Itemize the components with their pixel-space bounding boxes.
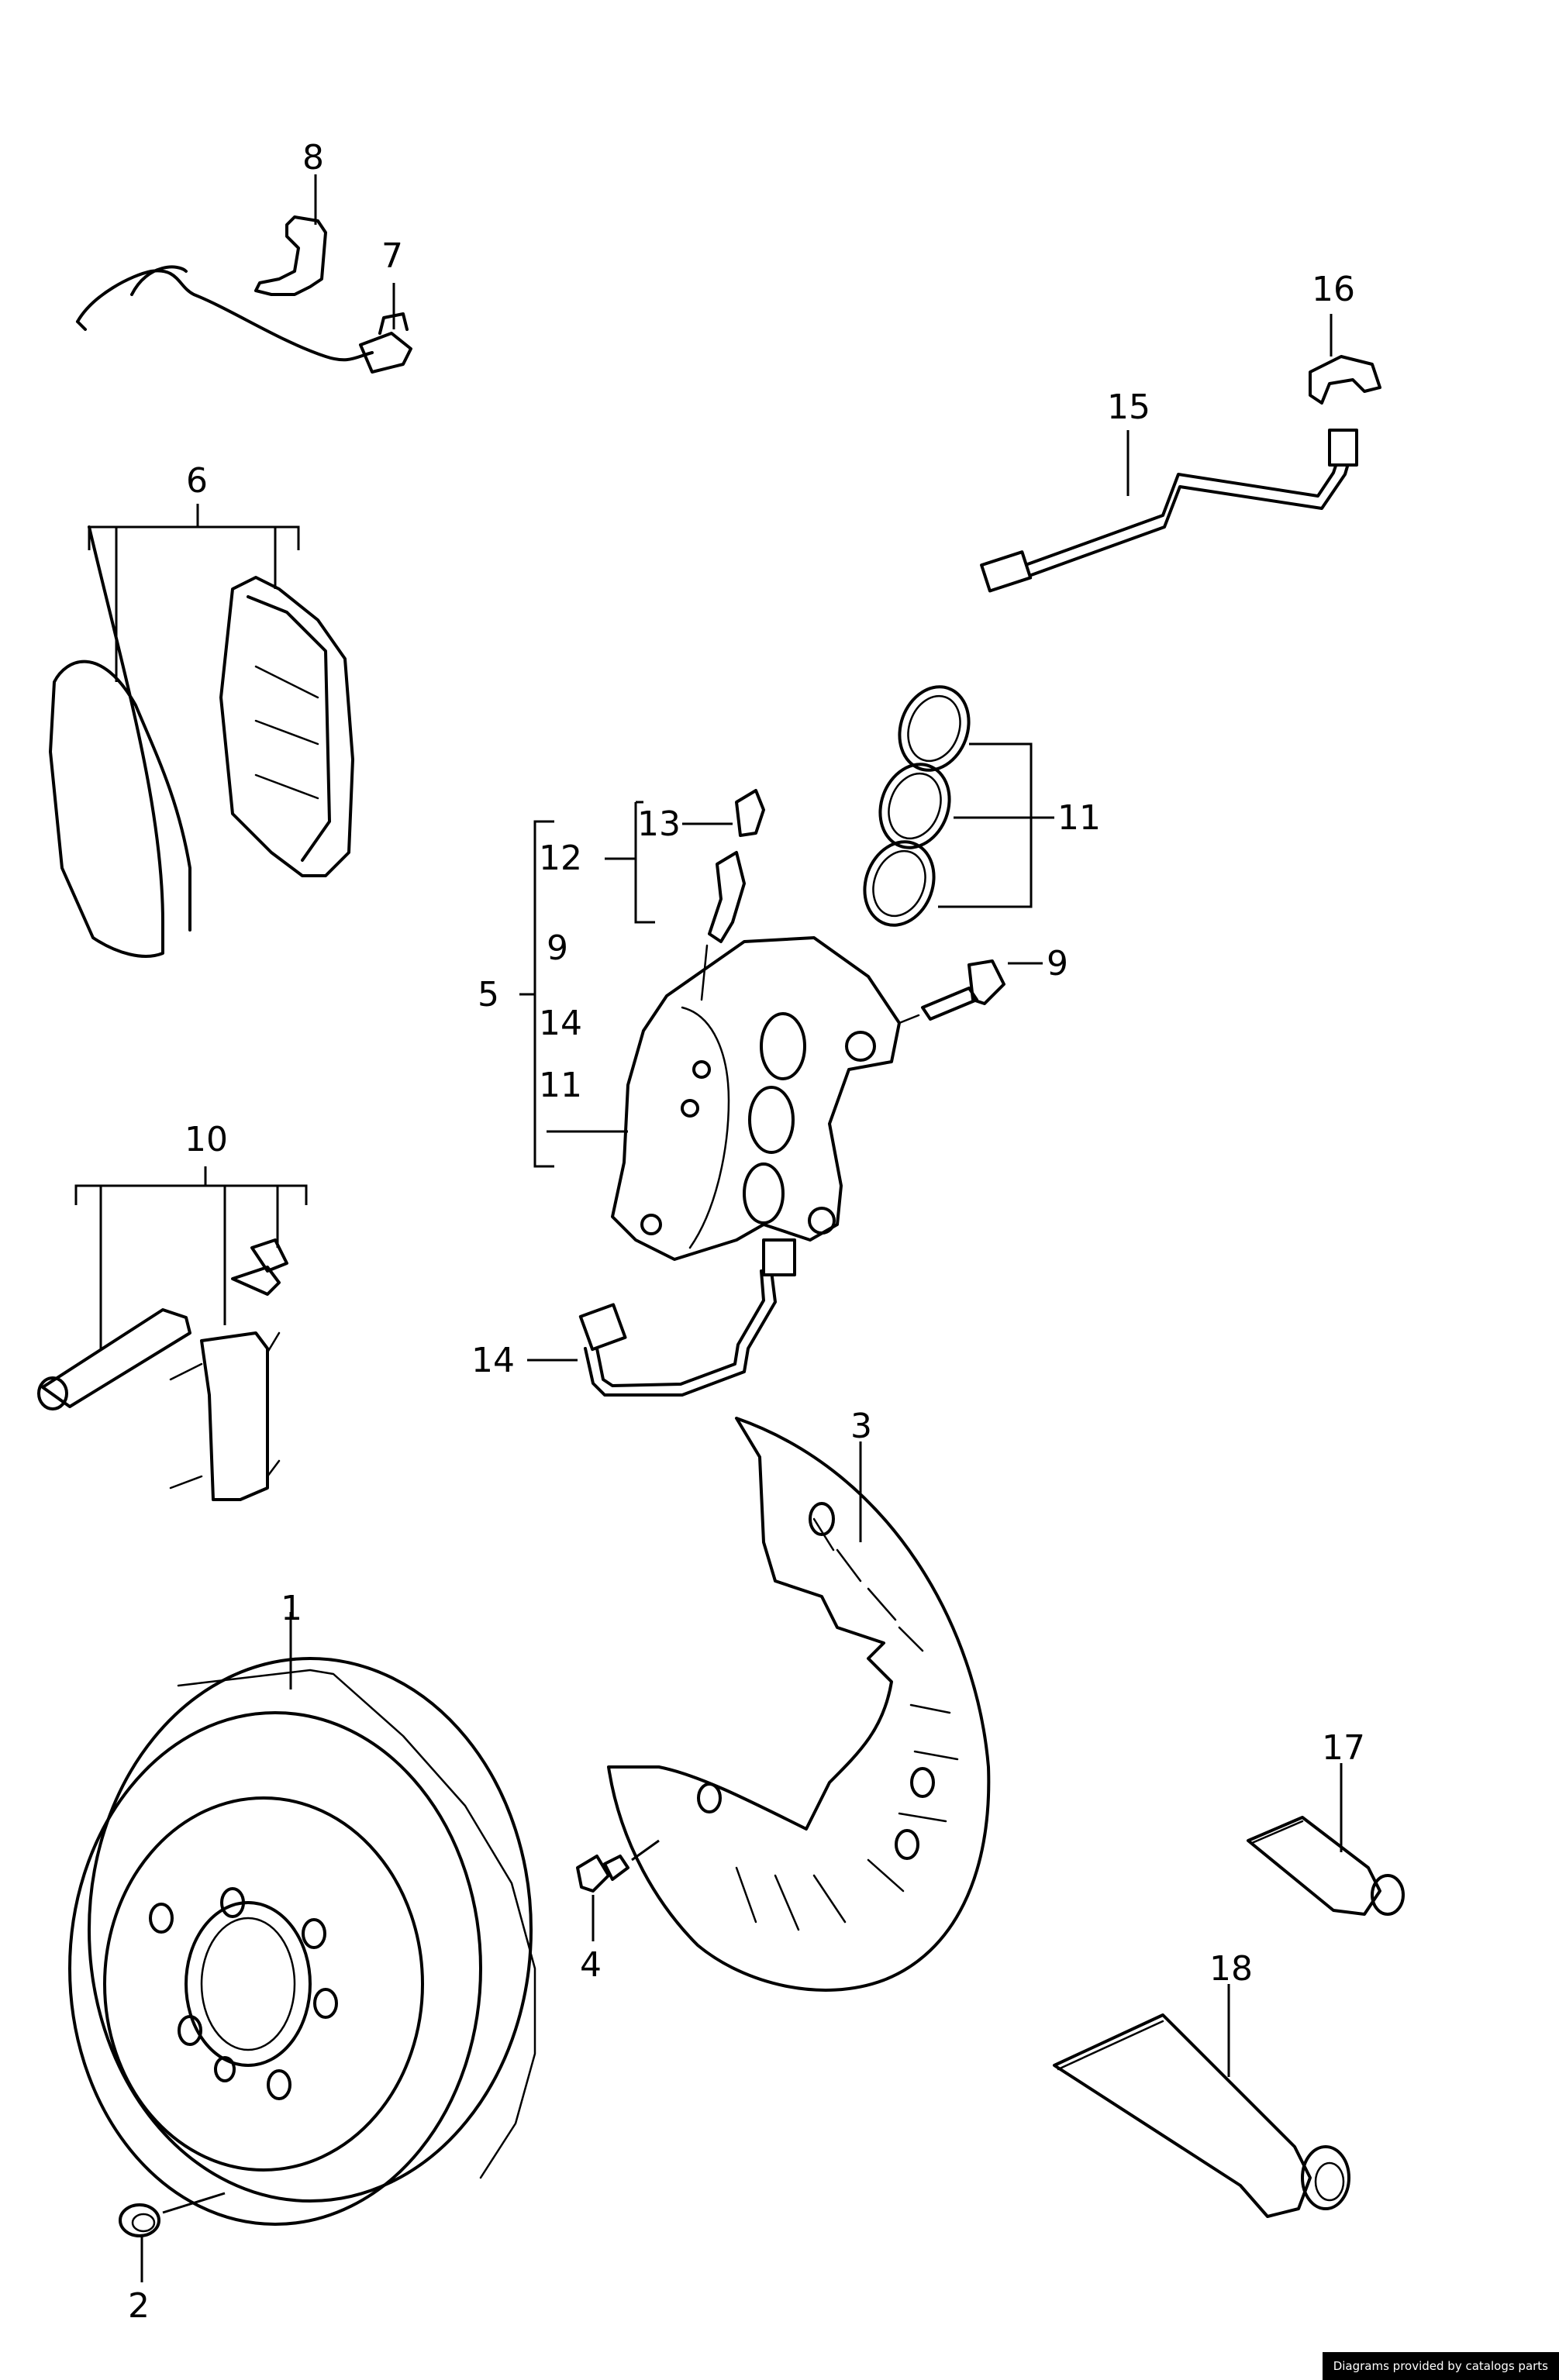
callout-1: 1: [281, 1589, 302, 1628]
disc-screw-part-2: [119, 2203, 160, 2237]
brake-pads-part-6: [49, 525, 354, 958]
pad-retaining-kit-part-10: [37, 1238, 288, 1501]
callout-4: 4: [580, 1945, 602, 1985]
bracket-12: [605, 802, 655, 924]
splash-shield-part-3: [607, 1417, 991, 1992]
callout-7: 7: [381, 236, 403, 276]
brake-disc-part-1: [68, 1657, 536, 2226]
bleeder-valve-cap-part-13: [735, 789, 765, 837]
callout-11: 11: [539, 1066, 582, 1105]
callout-6: 6: [186, 461, 208, 501]
leader-4a: [631, 1839, 660, 1862]
callout-13: 13: [637, 804, 681, 844]
brake-caliper-part-5: [611, 936, 901, 1261]
brake-line-bracket-part-16: [1309, 355, 1381, 405]
callout-3: 3: [850, 1407, 872, 1446]
credit-label: Diagrams provided by catalogs parts: [1322, 2352, 1559, 2380]
caliper-brake-pipe-part-14: [578, 1238, 796, 1397]
grease-tube-part-17: [1247, 1816, 1405, 1916]
callout-5: 5: [478, 975, 499, 1014]
bracket-11: [938, 742, 1033, 908]
callout-15: 15: [1107, 387, 1150, 427]
bracket-10: [74, 1184, 308, 1205]
sensor-clip-part-8: [254, 215, 327, 296]
callout-12: 12: [539, 839, 582, 878]
callout-11-right: 11: [1057, 798, 1101, 838]
wear-sensor-wire-part-7: [76, 265, 412, 374]
shield-bolt-part-4: [576, 1855, 629, 1893]
callout-17: 17: [1322, 1728, 1365, 1768]
callout-10: 10: [185, 1120, 228, 1159]
piston-seals-part-11: [863, 685, 971, 927]
bleeder-valve-part-12: [700, 851, 746, 1001]
callout-9-right: 9: [1047, 944, 1068, 983]
leader-2a: [162, 2192, 226, 2214]
callout-9: 9: [547, 928, 568, 968]
callout-14: 14: [539, 1004, 582, 1043]
caliper-bolt-part-9: [898, 959, 1005, 1025]
callout-2: 2: [128, 2286, 150, 2326]
brake-line-part-15: [980, 429, 1358, 593]
callout-18: 18: [1209, 1949, 1253, 1989]
assembly-paste-tube-part-18: [1053, 2013, 1350, 2218]
callout-14-left: 14: [471, 1341, 515, 1380]
bracket-6: [88, 525, 300, 550]
callout-16: 16: [1312, 270, 1355, 309]
callout-8: 8: [302, 138, 324, 177]
